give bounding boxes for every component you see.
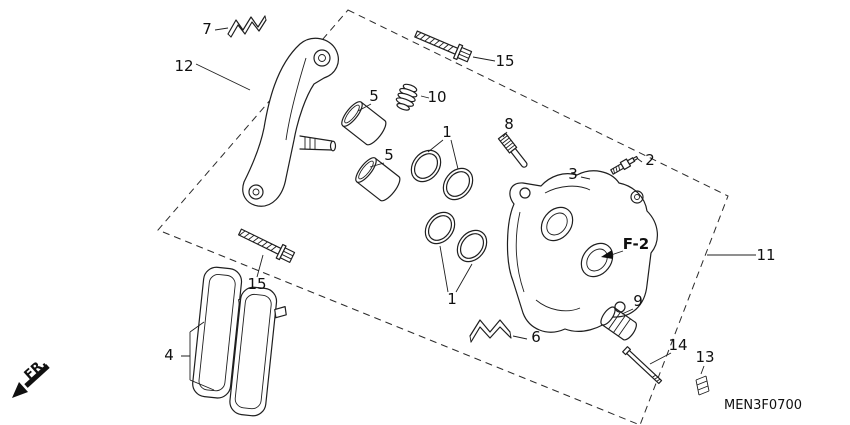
callout-labels: 7 12 15 10 5 1 8 2 3 5 11 15 1 9 6 14 13… bbox=[164, 20, 775, 366]
part-flange-bolt-lower bbox=[236, 224, 297, 265]
assembly-boundary-outline bbox=[157, 9, 729, 425]
part-pad-pin-plug bbox=[695, 375, 710, 396]
fr-arrow-shaft bbox=[24, 364, 50, 388]
section-ref-label: F-2 bbox=[623, 235, 649, 253]
part-bleeder-screw bbox=[610, 155, 639, 175]
part-pad-spring bbox=[469, 319, 512, 343]
callout-11: 11 bbox=[756, 246, 775, 264]
part-seal-ring-1 bbox=[404, 144, 448, 188]
callout-12: 12 bbox=[174, 57, 193, 75]
callout-15-lower: 15 bbox=[247, 275, 266, 293]
part-brake-pad-b bbox=[229, 286, 287, 417]
callout-9: 9 bbox=[633, 292, 643, 310]
callout-14: 14 bbox=[668, 336, 687, 354]
fr-arrow-head-icon bbox=[12, 382, 28, 398]
part-pin-bushing bbox=[497, 132, 528, 168]
part-pin-boot bbox=[395, 83, 418, 111]
callout-3: 3 bbox=[568, 165, 578, 183]
part-pad-pin bbox=[622, 346, 663, 385]
callout-4: 4 bbox=[164, 346, 174, 364]
callout-8: 8 bbox=[504, 115, 514, 133]
part-flange-bolt-upper bbox=[412, 26, 473, 65]
part-seal-ring-4 bbox=[450, 224, 494, 268]
fr-direction-marker: FR. bbox=[12, 356, 50, 398]
part-caliper-body bbox=[506, 170, 658, 333]
part-pad-retainer-clip bbox=[227, 15, 267, 38]
callout-5-upper: 5 bbox=[369, 87, 379, 105]
callout-6: 6 bbox=[531, 328, 541, 346]
callout-2: 2 bbox=[645, 151, 655, 169]
callout-10: 10 bbox=[427, 88, 446, 106]
part-piston-upper bbox=[337, 98, 390, 149]
callout-1-upper: 1 bbox=[442, 123, 452, 141]
callout-15-upper: 15 bbox=[495, 52, 514, 70]
part-piston-small bbox=[600, 306, 637, 341]
leader-lines bbox=[181, 27, 756, 391]
part-seal-ring-3 bbox=[418, 206, 462, 250]
callout-5-lower: 5 bbox=[384, 146, 394, 164]
part-caliper-bracket bbox=[242, 37, 339, 207]
part-piston-lower bbox=[351, 154, 404, 205]
callout-7: 7 bbox=[202, 20, 212, 38]
callout-1-lower: 1 bbox=[447, 290, 457, 308]
diagram-code: MEN3F0700 bbox=[724, 398, 802, 413]
part-seal-ring-2 bbox=[436, 162, 480, 206]
fr-label: FR. bbox=[22, 356, 50, 383]
callout-13: 13 bbox=[695, 348, 714, 366]
